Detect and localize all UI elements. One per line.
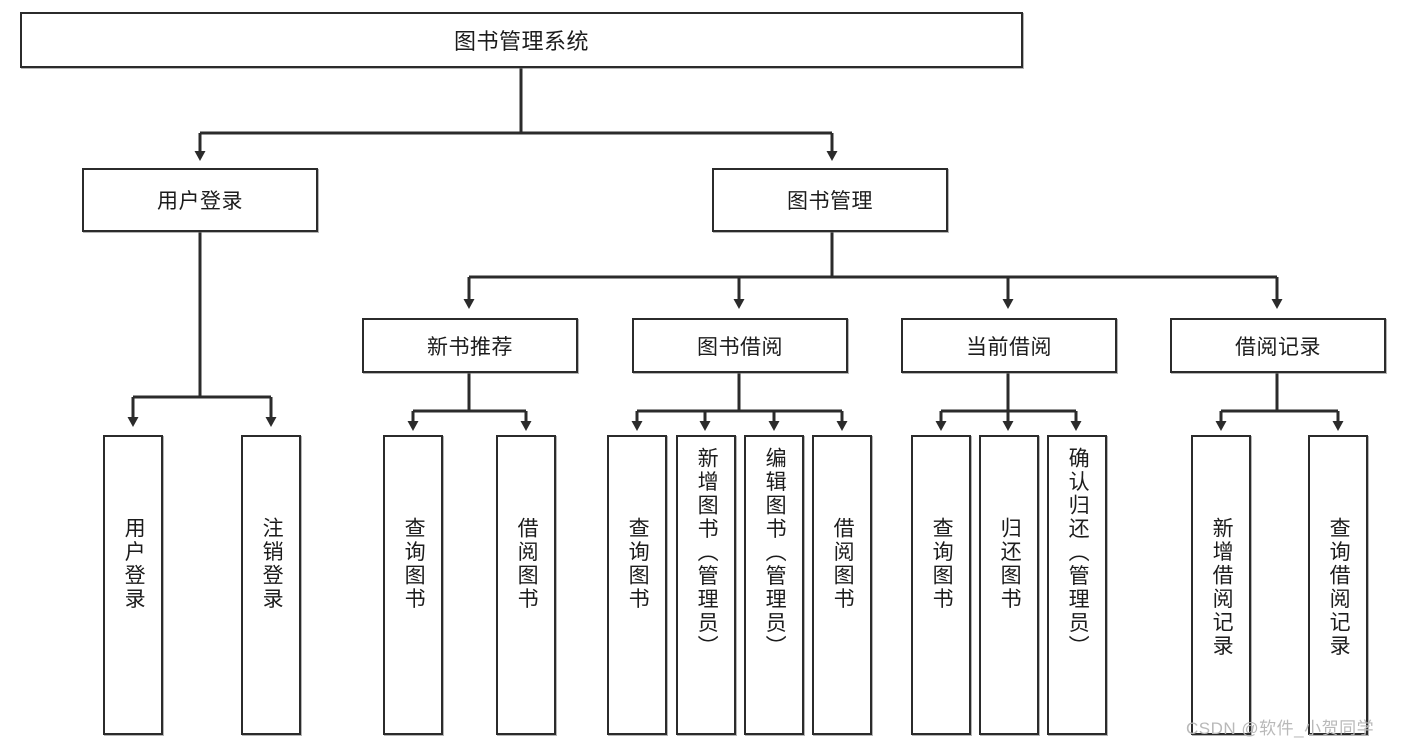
leaf-add-borrow-record[interactable]: 新增借阅记录	[1191, 435, 1251, 735]
leaf-query-book-borrow[interactable]: 查询图书	[607, 435, 667, 735]
leaf-logout[interactable]: 注销登录	[241, 435, 301, 735]
node-label: 当前借阅	[966, 335, 1052, 359]
node-label: 新增借阅记录	[1210, 517, 1234, 658]
leaf-user-login[interactable]: 用户登录	[103, 435, 163, 735]
node-current-borrow[interactable]: 当前借阅	[901, 318, 1117, 373]
node-label: 查询图书	[930, 517, 954, 611]
leaf-query-borrow-record[interactable]: 查询借阅记录	[1308, 435, 1368, 735]
leaf-return-book[interactable]: 归还图书	[979, 435, 1039, 735]
node-label: 借阅记录	[1235, 335, 1321, 359]
node-label: 借阅图书	[831, 517, 855, 611]
node-label: 查询图书	[626, 517, 650, 611]
leaf-query-book-current[interactable]: 查询图书	[911, 435, 971, 735]
node-label: 新书推荐	[427, 335, 513, 359]
node-label: 借阅图书	[515, 517, 539, 611]
node-borrow-record[interactable]: 借阅记录	[1170, 318, 1386, 373]
node-book-borrow[interactable]: 图书借阅	[632, 318, 848, 373]
node-book-management[interactable]: 图书管理	[712, 168, 948, 232]
watermark: CSDN @软件_小贺同学	[1186, 719, 1375, 738]
node-label: 新增图书（管理员）	[695, 447, 719, 659]
node-label: 确认归还（管理员）	[1066, 447, 1090, 659]
node-root-system[interactable]: 图书管理系统	[20, 12, 1023, 68]
node-label: 查询借阅记录	[1327, 517, 1351, 658]
node-label: 归还图书	[998, 517, 1022, 611]
node-label: 用户登录	[157, 190, 243, 213]
leaf-borrow-book-recommend[interactable]: 借阅图书	[496, 435, 556, 735]
node-label: 注销登录	[260, 517, 284, 611]
node-label: 图书管理	[787, 190, 873, 213]
node-label: 图书管理系统	[453, 29, 589, 54]
node-label: 编辑图书（管理员）	[763, 447, 787, 659]
node-user-login[interactable]: 用户登录	[82, 168, 318, 232]
node-label: 查询图书	[402, 517, 426, 611]
leaf-confirm-return-admin[interactable]: 确认归还（管理员）	[1047, 435, 1107, 735]
leaf-edit-book-admin[interactable]: 编辑图书（管理员）	[744, 435, 804, 735]
leaf-query-book-recommend[interactable]: 查询图书	[383, 435, 443, 735]
node-label: 图书借阅	[697, 335, 783, 359]
node-label: 用户登录	[122, 517, 146, 611]
leaf-borrow-book[interactable]: 借阅图书	[812, 435, 872, 735]
leaf-add-book-admin[interactable]: 新增图书（管理员）	[676, 435, 736, 735]
node-new-book-recommend[interactable]: 新书推荐	[362, 318, 578, 373]
